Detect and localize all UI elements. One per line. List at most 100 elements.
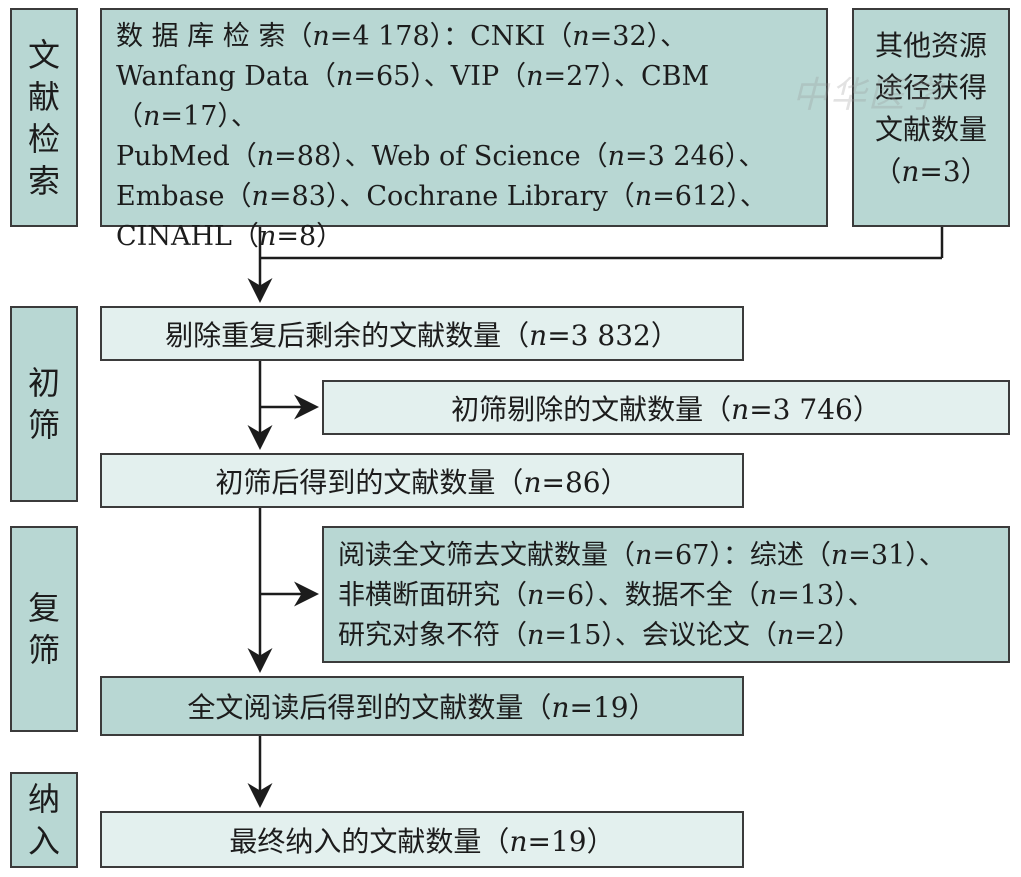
other-sources-box: 其他资源途径获得文献数量 （n=3） (852, 8, 1010, 227)
text-segment: =19） (527, 824, 615, 858)
database-search-line: PubMed（n=88）、Web of Science（n=3 246）、 (116, 137, 814, 177)
italic-n-symbol: n (776, 620, 795, 651)
text-segment: 数 据 库 检 索（ (116, 21, 313, 52)
text-segment: 途径获得 (874, 71, 987, 104)
fulltext-excluded-line: 阅读全文筛去文献数量（n=67）：综述（n=31）、 (338, 536, 1008, 576)
screen-excluded-text: 初筛剔除的文献数量（n=3 746） (451, 388, 881, 428)
text-segment: CINAHL（ (116, 221, 259, 252)
final-included-box: 最终纳入的文献数量（n=19） (100, 811, 744, 868)
italic-n-symbol: n (634, 181, 653, 212)
fulltext-excluded-box: 阅读全文筛去文献数量（n=67）：综述（n=31）、非横断面研究（n=6）、数据… (322, 526, 1010, 663)
other-sources-text: 其他资源途径获得文献数量 （n=3） (854, 25, 1008, 193)
italic-n-symbol: n (312, 21, 330, 52)
italic-n-symbol: n (143, 101, 161, 132)
italic-n-symbol: n (830, 540, 849, 571)
fulltext-excluded-line: 非横断面研究（n=6）、数据不全（n=13）、 (338, 576, 1008, 616)
other-sources-line: 文献数量 (854, 109, 1008, 151)
text-segment: =6）、数据不全（ (544, 580, 760, 611)
database-search-box: 数 据 库 检 索（n=4 178）：CNKI（n=32）、Wanfang Da… (100, 8, 828, 252)
text-segment: =3 832） (547, 318, 679, 352)
italic-n-symbol: n (901, 155, 920, 188)
italic-n-symbol: n (759, 580, 778, 611)
italic-n-symbol: n (526, 61, 544, 92)
text-segment: =13）、 (777, 580, 875, 611)
text-segment: =3 746） (749, 392, 881, 426)
database-search-line: CINAHL（n=8） (116, 217, 814, 257)
italic-n-symbol: n (256, 141, 275, 172)
italic-n-symbol: n (551, 691, 570, 724)
stage-label-full-text: 复筛 (10, 526, 78, 732)
fulltext-excluded-text: 阅读全文筛去文献数量（n=67）：综述（n=31）、非横断面研究（n=6）、数据… (338, 536, 1008, 656)
other-sources-line: （n=3） (854, 151, 1008, 193)
text-segment: Wanfang Data（ (116, 61, 336, 92)
stage-screening-text: 初筛 (27, 364, 60, 444)
text-segment: PubMed（ (116, 141, 257, 172)
after-dedup-line: 剔除重复后剩余的文献数量（n=3 832） (165, 314, 679, 354)
text-segment: 初筛剔除的文献数量（ (451, 392, 732, 426)
other-sources-line: 途径获得 (854, 67, 1008, 109)
italic-n-symbol: n (607, 141, 625, 172)
screen-excluded-line: 初筛剔除的文献数量（n=3 746） (451, 388, 881, 428)
text-segment: 研究对象不符（ (338, 620, 527, 651)
stage-label-included: 纳入 (10, 772, 78, 868)
text-segment: 文献数量 (874, 113, 987, 146)
fulltext-excluded-line: 研究对象不符（n=15）、会议论文（n=2） (338, 616, 1008, 656)
text-segment: 剔除重复后剩余的文献数量（ (165, 318, 530, 352)
text-segment: =17）、 (160, 101, 258, 132)
database-search-line: 数 据 库 检 索（n=4 178）：CNKI（n=32）、 (116, 17, 814, 57)
text-segment: Embase（ (116, 181, 252, 212)
text-segment: =27）、CBM（ (116, 61, 710, 132)
stage-search-text: 文献检索 (27, 35, 60, 200)
text-segment: =86） (541, 465, 629, 499)
text-segment: =83）、Cochrane Library（ (268, 181, 635, 212)
database-search-line: Wanfang Data（n=65）、VIP（n=27）、CBM（n=17）、 (116, 57, 814, 137)
text-segment: 阅读全文筛去文献数量（ (338, 540, 635, 571)
text-segment: =65）、VIP（ (353, 61, 527, 92)
text-segment: =88）、Web of Science（ (274, 141, 608, 172)
italic-n-symbol: n (572, 21, 590, 52)
after-dedup-text: 剔除重复后剩余的文献数量（n=3 832） (165, 314, 679, 354)
text-segment: =19） (569, 691, 657, 724)
text-segment: =3） (919, 155, 989, 188)
text-segment: =4 178）：CNKI（ (329, 21, 573, 52)
screen-excluded-box: 初筛剔除的文献数量（n=3 746） (322, 380, 1010, 435)
database-search-line: Embase（n=83）、Cochrane Library（n=612）、 (116, 177, 814, 217)
italic-n-symbol: n (527, 620, 545, 651)
text-segment: =612）、 (652, 181, 767, 212)
text-segment: 全文阅读后得到的文献数量（ (187, 691, 552, 724)
italic-n-symbol: n (635, 540, 653, 571)
watermark: 中华医学 (792, 75, 945, 116)
italic-n-symbol: n (527, 580, 545, 611)
text-segment: 最终纳入的文献数量（ (229, 824, 510, 858)
text-segment: =3 246）、 (624, 141, 766, 172)
text-segment: （ (873, 155, 902, 188)
final-included-line: 最终纳入的文献数量（n=19） (229, 820, 614, 860)
text-segment: =31）、 (848, 540, 946, 571)
italic-n-symbol: n (523, 465, 542, 499)
italic-n-symbol: n (335, 61, 354, 92)
after-screen-text: 初筛后得到的文献数量（n=86） (215, 461, 628, 501)
after-screen-box: 初筛后得到的文献数量（n=86） (100, 453, 744, 508)
text-segment: =8） (276, 221, 344, 252)
after-fulltext-line: 全文阅读后得到的文献数量（n=19） (187, 686, 656, 726)
italic-n-symbol: n (509, 824, 528, 858)
italic-n-symbol: n (251, 181, 269, 212)
text-segment: 初筛后得到的文献数量（ (215, 465, 524, 499)
after-fulltext-box: 全文阅读后得到的文献数量（n=19） (100, 676, 744, 736)
after-screen-line: 初筛后得到的文献数量（n=86） (215, 461, 628, 501)
text-segment: 非横断面研究（ (338, 580, 527, 611)
stage-full-text-text: 复筛 (27, 589, 60, 669)
after-fulltext-text: 全文阅读后得到的文献数量（n=19） (187, 686, 656, 726)
italic-n-symbol: n (731, 392, 750, 426)
italic-n-symbol: n (529, 318, 548, 352)
text-segment: 其他资源 (874, 29, 987, 62)
text-segment: =15）、会议论文（ (544, 620, 777, 651)
text-segment: =2） (794, 620, 862, 651)
stage-label-screening: 初筛 (10, 306, 78, 502)
text-segment: =32）、 (589, 21, 688, 52)
after-dedup-box: 剔除重复后剩余的文献数量（n=3 832） (100, 306, 744, 361)
final-included-text: 最终纳入的文献数量（n=19） (229, 820, 614, 860)
text-segment: =67）：综述（ (652, 540, 831, 571)
italic-n-symbol: n (258, 221, 277, 252)
